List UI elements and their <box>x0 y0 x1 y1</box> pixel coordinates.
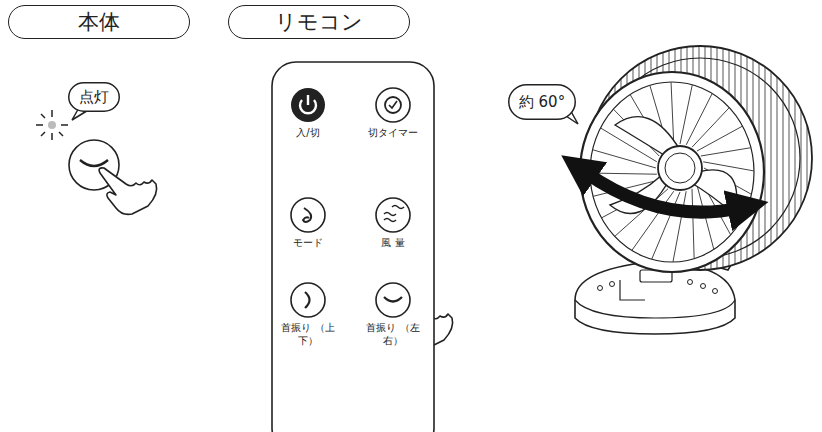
swing-icon <box>80 160 108 166</box>
lamp-sparkle <box>36 110 68 140</box>
callout-bubble: 点灯 <box>68 82 120 112</box>
button-label: 切タイマー <box>362 127 424 140</box>
lamp <box>48 121 56 129</box>
button-label: 入/切 <box>277 127 339 140</box>
remote-body <box>272 62 434 432</box>
timer-button <box>376 88 410 122</box>
node-text: リモコン <box>275 8 363 36</box>
mode-button <box>291 198 325 232</box>
node-text: 約 60° <box>519 93 565 112</box>
button-label: 風 量 <box>362 237 424 250</box>
horizontal-swing-button <box>376 283 410 317</box>
header-pill: 本体 <box>8 5 190 39</box>
button-label: 首振り （左右） <box>362 322 424 347</box>
vertical-swing-button <box>291 283 325 317</box>
header-pill: リモコン <box>228 5 410 39</box>
speed-button <box>376 198 410 232</box>
fan <box>575 46 812 334</box>
swing-arrow <box>585 172 740 212</box>
button-label: 首振り （上下） <box>277 322 339 347</box>
node-text: 本体 <box>78 8 120 36</box>
button-label: モード <box>277 237 339 250</box>
power-button <box>291 88 325 122</box>
node-text: 点灯 <box>79 88 109 107</box>
callout-bubble: 約 60° <box>508 84 576 120</box>
